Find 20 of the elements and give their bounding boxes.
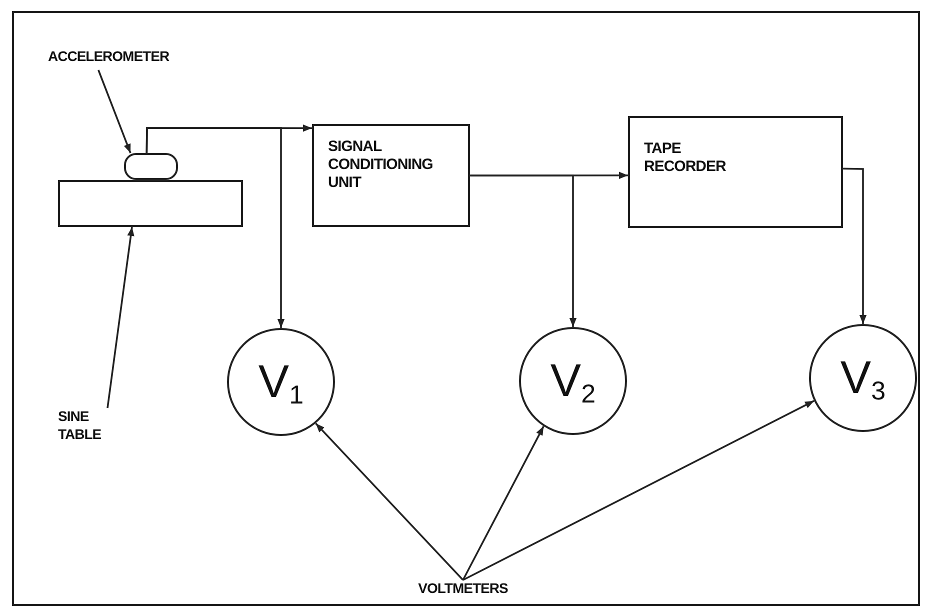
arrow [842, 168, 867, 324]
arrow [98, 70, 132, 154]
arrow [146, 127, 285, 328]
arrow [462, 400, 814, 581]
voltmeter-circle: V$_{2}$ [519, 327, 627, 435]
accelerometer-sensor [124, 153, 178, 180]
voltmeter-circle: V$_{3}$ [809, 324, 917, 432]
label-text: SIGNAL CONDITIONING UNIT [328, 138, 434, 192]
table-block [58, 180, 243, 227]
process-box [312, 124, 470, 227]
voltmeter-circle: V$_{1}$ [227, 328, 335, 436]
arrow [462, 426, 544, 580]
label-text: TAPE RECORDER [644, 140, 727, 176]
component-label: ACCELEROMETER [48, 48, 258, 70]
arrow [106, 226, 134, 408]
process-box [628, 116, 843, 228]
arrow [470, 174, 577, 327]
group-label: VOLTMETERS [388, 580, 538, 602]
component-label: SINE TABLE [58, 408, 124, 448]
arrow [315, 422, 464, 581]
